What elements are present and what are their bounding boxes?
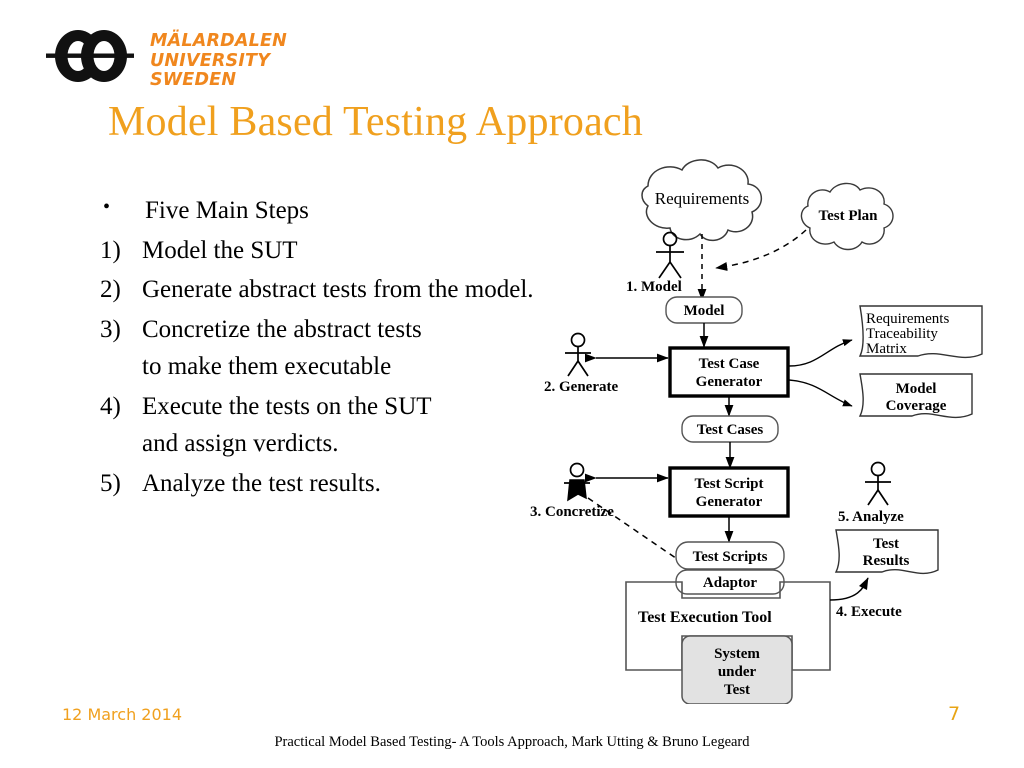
list-marker: 2)	[100, 276, 121, 303]
tcg-label-line2: Generator	[696, 374, 763, 390]
step5-label: 5. Analyze	[838, 509, 904, 525]
rtm-document: Requirements Traceability Matrix	[858, 305, 983, 359]
test-cases-label: Test Cases	[697, 422, 764, 438]
step1-label: 1. Model	[626, 279, 682, 295]
test-plan-label: Test Plan	[818, 208, 878, 224]
step3-label: 3. Concretize	[530, 504, 614, 520]
tcg-to-coverage-arrow	[788, 379, 853, 407]
test-results-line1: Test	[873, 536, 899, 552]
test-cases-node: Test Cases	[681, 415, 779, 443]
rtm-line1: Requirements	[866, 311, 949, 327]
test-script-generator-node: Test Script Generator	[668, 466, 790, 518]
list-item: 4) Execute the tests on the SUT and assi…	[100, 388, 570, 463]
step4-label: 4. Execute	[836, 604, 902, 620]
list-marker: •	[103, 196, 111, 218]
sut-line2: under	[718, 664, 757, 680]
actor-model-icon	[656, 231, 684, 279]
rtm-line2: Traceability	[866, 326, 938, 342]
requirements-cloud: Requirements	[641, 159, 762, 242]
model-label: Model	[684, 303, 725, 319]
list-text: Concretize the abstract tests to make th…	[142, 315, 422, 381]
list-text: Five Main Steps	[145, 197, 309, 224]
test-case-generator-node: Test Case Generator	[668, 346, 790, 398]
logo-line-2: SWEDEN	[150, 70, 237, 91]
list-item: • Five Main Steps	[100, 192, 570, 230]
bullet-list: • Five Main Steps 1) Model the SUT 2) Ge…	[100, 192, 570, 504]
tsg-label-line2: Generator	[696, 494, 763, 510]
tcg-label-line1: Test Case	[699, 356, 760, 372]
list-text: Model the SUT	[142, 236, 298, 264]
execute-to-results-arrow	[829, 577, 869, 601]
list-item: 5) Analyze the test results.	[100, 465, 570, 503]
footer-reference: Practical Model Based Testing- A Tools A…	[274, 734, 750, 750]
university-logo: MÄLARDALEN UNIVERSITY SWEDEN	[46, 26, 346, 90]
test-plan-to-model-arrow	[715, 229, 807, 271]
actor-analyze-icon	[865, 461, 891, 506]
test-scripts-label: Test Scripts	[693, 549, 768, 565]
logo-line-1: MÄLARDALEN UNIVERSITY	[150, 31, 287, 71]
rtm-line3: Matrix	[866, 341, 907, 357]
list-item: 1) Model the SUT	[100, 232, 570, 270]
model-coverage-line1: Model	[896, 381, 937, 397]
list-marker: 3)	[100, 315, 121, 343]
mbt-process-svg: Requirements Test Plan 1. Model	[530, 159, 983, 704]
requirements-label: Requirements	[655, 189, 749, 208]
page-title: Model Based Testing Approach	[108, 99, 643, 145]
test-scripts-node: Test Scripts	[675, 541, 785, 570]
list-text: Generate abstract tests from the model.	[142, 276, 534, 303]
logo-wordmark: MÄLARDALEN UNIVERSITY SWEDEN	[150, 31, 370, 91]
list-text: Execute the tests on the SUT and assign …	[142, 392, 432, 458]
model-coverage-line2: Coverage	[886, 398, 947, 414]
test-plan-cloud: Test Plan	[800, 182, 894, 251]
mbt-process-diagram: Requirements Test Plan 1. Model	[530, 158, 1020, 704]
tsg-label-line1: Test Script	[694, 476, 763, 492]
test-execution-tool-label: Test Execution Tool	[638, 609, 772, 626]
footer-date: 12 March 2014	[62, 705, 183, 724]
list-marker: 4)	[100, 392, 121, 420]
sut-line1: System	[714, 646, 760, 662]
model-coverage-document: Model Coverage	[858, 373, 973, 419]
adaptor-node: Adaptor	[675, 569, 785, 595]
list-item: 3) Concretize the abstract tests to make…	[100, 311, 570, 386]
model-node: Model	[665, 296, 743, 324]
list-text: Analyze the test results.	[142, 469, 381, 497]
mu-rings-logo-icon	[46, 30, 134, 82]
step2-label: 2. Generate	[544, 379, 618, 395]
list-marker: 5)	[100, 469, 121, 497]
list-marker: 1)	[100, 236, 121, 264]
adaptor-label: Adaptor	[703, 575, 758, 591]
system-under-test-node: System under Test	[681, 635, 793, 704]
list-item: 2) Generate abstract tests from the mode…	[100, 271, 570, 309]
test-results-line2: Results	[863, 553, 910, 569]
actor-concretize-icon	[564, 462, 590, 502]
test-results-document: Test Results	[834, 529, 939, 575]
page-number: 7	[948, 703, 961, 725]
sut-line3: Test	[724, 682, 750, 698]
tcg-to-rtm-arrow	[788, 339, 853, 367]
actor-generate-icon	[565, 332, 591, 377]
